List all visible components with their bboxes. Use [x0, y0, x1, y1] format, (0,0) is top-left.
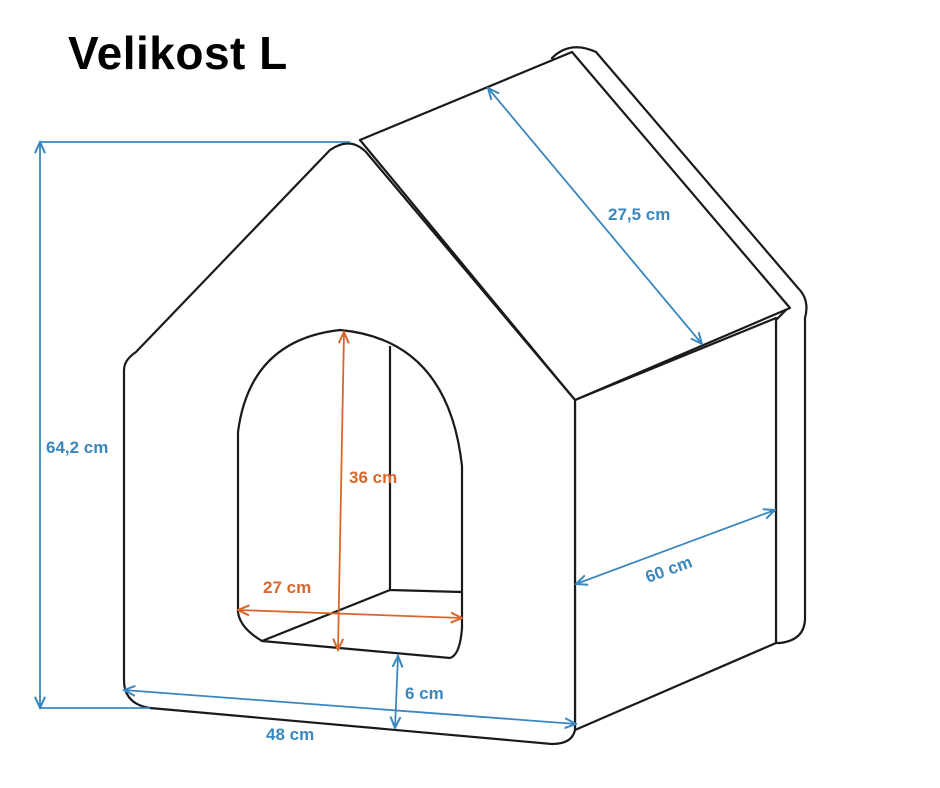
- door-height-label: 36 cm: [349, 468, 397, 487]
- width-dimension-line: [124, 690, 576, 724]
- door-width-label: 27 cm: [263, 578, 311, 597]
- roof-label: 27,5 cm: [608, 205, 670, 224]
- door-opening: [236, 328, 464, 660]
- width-label: 48 cm: [266, 725, 314, 744]
- floor-dimension-line: [395, 656, 398, 728]
- floor-label: 6 cm: [405, 684, 444, 703]
- depth-dimension-line: [576, 510, 775, 584]
- door-height-dimension-line: [338, 332, 344, 650]
- roof-dimension-line: [488, 88, 702, 344]
- height-label: 64,2 cm: [46, 438, 108, 457]
- diagram-title: Velikost L: [68, 27, 288, 79]
- door-width-dimension-line: [238, 610, 462, 618]
